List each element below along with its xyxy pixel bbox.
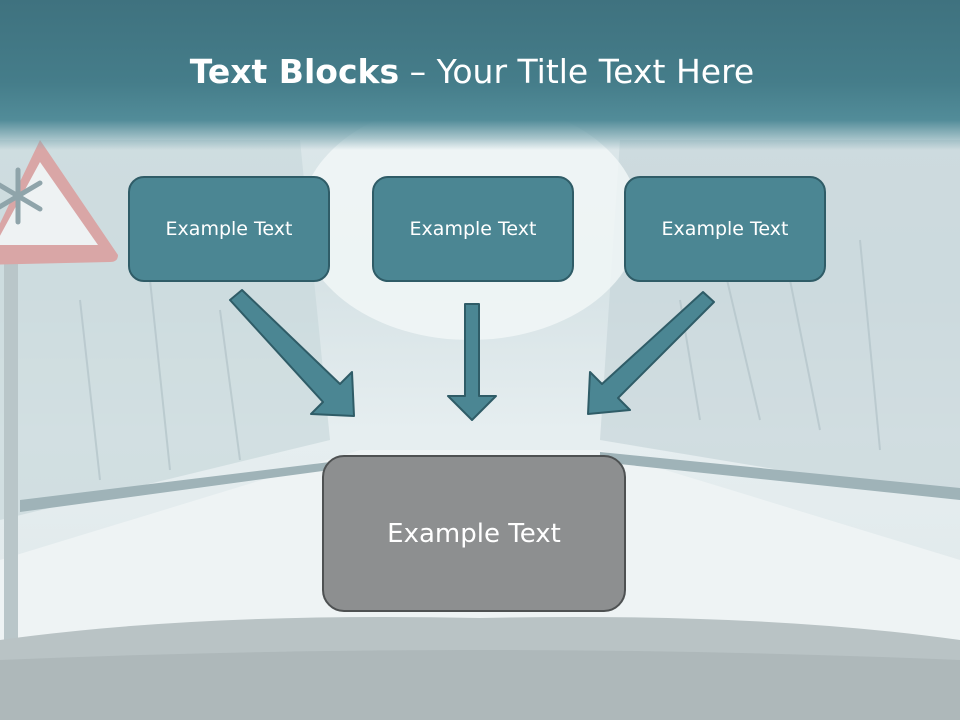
- title-rest: Your Title Text Here: [436, 52, 755, 91]
- result-text-block[interactable]: Example Text: [322, 455, 626, 612]
- slide-title: Text Blocks – Your Title Text Here: [0, 52, 944, 91]
- arrow-down-right-icon: [229, 289, 355, 417]
- arrow-down-icon: [447, 303, 497, 421]
- text-block-1-label: Example Text: [165, 218, 293, 240]
- text-block-3[interactable]: Example Text: [624, 176, 826, 282]
- text-block-2[interactable]: Example Text: [372, 176, 574, 282]
- car-dashboard: [0, 616, 960, 720]
- arrow-down-left-icon: [587, 291, 715, 415]
- text-block-3-label: Example Text: [661, 218, 789, 240]
- text-block-2-label: Example Text: [409, 218, 537, 240]
- title-band: [0, 0, 960, 150]
- title-bold-part: Text Blocks: [189, 52, 400, 91]
- title-dash: –: [399, 52, 437, 91]
- text-block-1[interactable]: Example Text: [128, 176, 330, 282]
- result-text-block-label: Example Text: [387, 518, 561, 549]
